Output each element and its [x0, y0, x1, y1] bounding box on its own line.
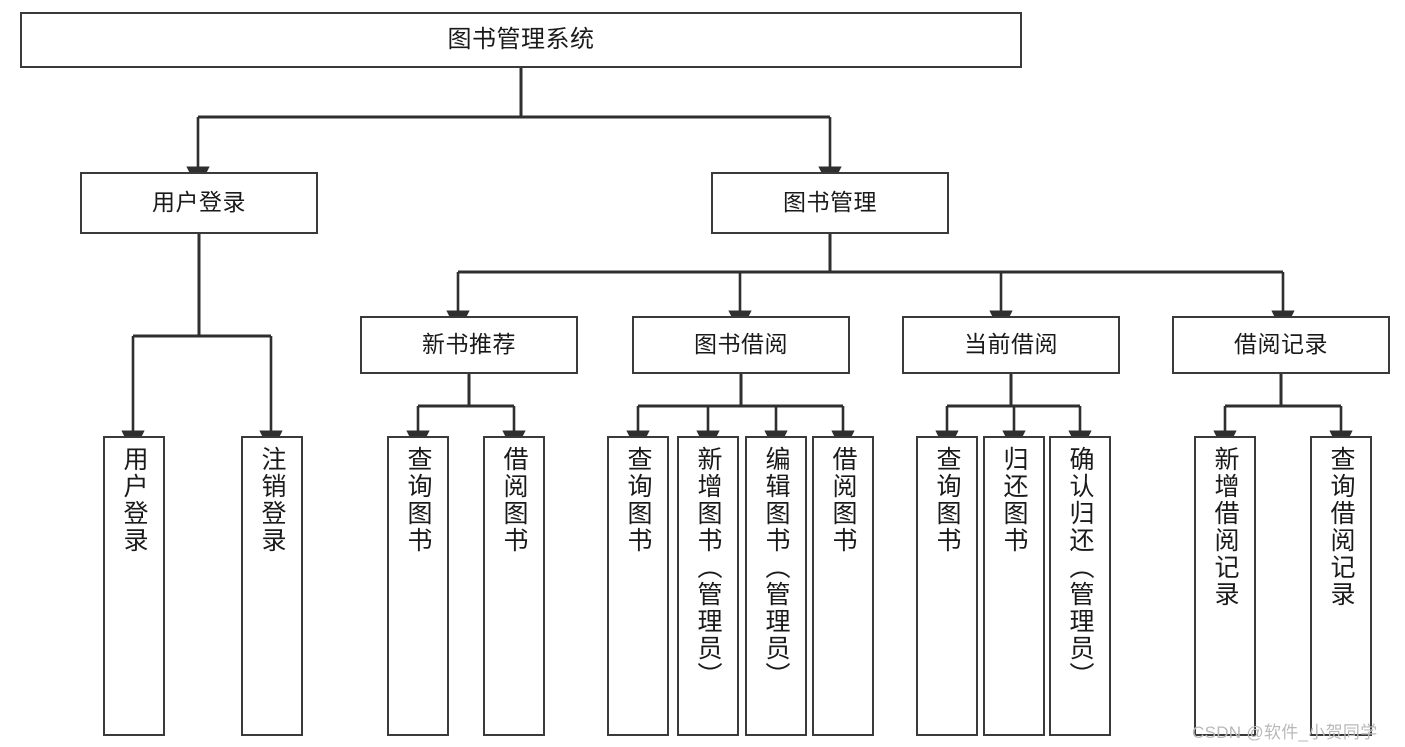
edge-group — [121, 68, 1353, 454]
node-leaf-query-record[interactable]: 查询借阅记录 — [1310, 436, 1372, 736]
node-leaf-borrow-book-2[interactable]: 借阅图书 — [812, 436, 874, 736]
node-leaf-add-record[interactable]: 新增借阅记录 — [1194, 436, 1256, 736]
node-label: 图书借阅 — [694, 331, 788, 358]
node-label: 查询借阅记录 — [1327, 446, 1355, 608]
node-label: 借阅图书 — [829, 446, 857, 554]
node-label: 注销登录 — [258, 446, 286, 554]
node-leaf-query-book-1[interactable]: 查询图书 — [387, 436, 449, 736]
node-label: 图书管理 — [783, 189, 877, 216]
node-leaf-query-book-3[interactable]: 查询图书 — [916, 436, 978, 736]
node-user-login[interactable]: 用户登录 — [80, 172, 318, 234]
node-leaf-edit-book[interactable]: 编辑图书（管理员） — [745, 436, 807, 736]
node-new-book-rec[interactable]: 新书推荐 — [360, 316, 578, 374]
node-book-borrow[interactable]: 图书借阅 — [632, 316, 850, 374]
node-leaf-borrow-book-1[interactable]: 借阅图书 — [483, 436, 545, 736]
node-borrow-record[interactable]: 借阅记录 — [1172, 316, 1390, 374]
node-label: 查询图书 — [933, 446, 961, 554]
node-book-manage[interactable]: 图书管理 — [711, 172, 949, 234]
node-label: 借阅图书 — [500, 446, 528, 554]
node-label: 确认归还（管理员） — [1066, 446, 1094, 689]
node-label: 借阅记录 — [1234, 331, 1328, 358]
node-leaf-return-book[interactable]: 归还图书 — [983, 436, 1045, 736]
node-label: 新增借阅记录 — [1211, 446, 1239, 608]
node-label: 当前借阅 — [964, 331, 1058, 358]
node-leaf-add-book[interactable]: 新增图书（管理员） — [677, 436, 739, 736]
watermark-label: CSDN @软件_小贺同学 — [1192, 723, 1378, 742]
node-label: 新增图书（管理员） — [694, 446, 722, 689]
node-root[interactable]: 图书管理系统 — [20, 12, 1022, 68]
node-leaf-query-book-2[interactable]: 查询图书 — [607, 436, 669, 736]
node-label: 新书推荐 — [422, 331, 516, 358]
node-label: 用户登录 — [152, 189, 246, 216]
node-label: 编辑图书（管理员） — [762, 446, 790, 689]
node-label: 用户登录 — [120, 446, 148, 554]
node-label: 归还图书 — [1000, 446, 1028, 554]
node-leaf-confirm-return[interactable]: 确认归还（管理员） — [1049, 436, 1111, 736]
node-current-borrow[interactable]: 当前借阅 — [902, 316, 1120, 374]
node-label: 图书管理系统 — [447, 25, 595, 53]
node-leaf-logout[interactable]: 注销登录 — [241, 436, 303, 736]
node-leaf-user-login[interactable]: 用户登录 — [103, 436, 165, 736]
node-label: 查询图书 — [404, 446, 432, 554]
node-label: 查询图书 — [624, 446, 652, 554]
